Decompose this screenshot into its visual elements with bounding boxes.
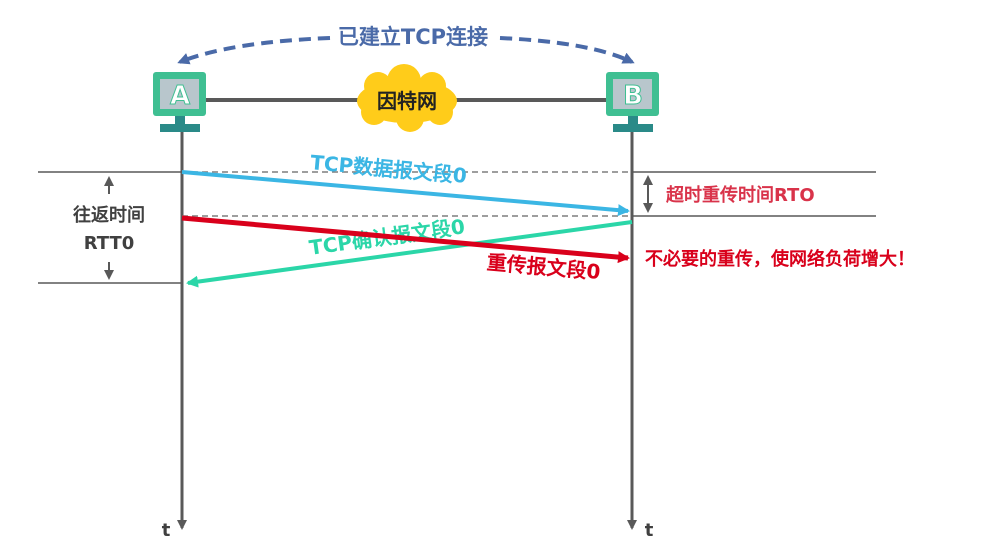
connection-arc-left: [177, 36, 331, 65]
connection-arc-right: [499, 36, 635, 64]
retransmit-arrow: [181, 215, 630, 264]
time-label-left: t: [162, 520, 171, 541]
warning-label: 不必要的重传，使网络负荷增大！: [645, 248, 915, 270]
data-segment-label: TCP数据报文段0: [309, 150, 467, 188]
rto-label: 超时重传时间RTO: [666, 184, 815, 206]
rtt-label-line1: 往返时间: [73, 204, 145, 226]
host-a-computer-icon: [153, 72, 206, 132]
data-segment-arrow: [181, 170, 630, 217]
connection-label: 已建立TCP连接: [338, 25, 488, 49]
ack-segment-arrow: [186, 220, 633, 288]
network-label: 因特网: [377, 89, 437, 113]
time-label-right: t: [645, 520, 654, 541]
host-a-label: A: [170, 81, 190, 111]
host-b-computer-icon: [606, 72, 659, 132]
rtt-label-line2: RTT0: [84, 233, 135, 254]
internet-cloud-icon: [357, 64, 457, 132]
host-b-label: B: [623, 81, 643, 111]
